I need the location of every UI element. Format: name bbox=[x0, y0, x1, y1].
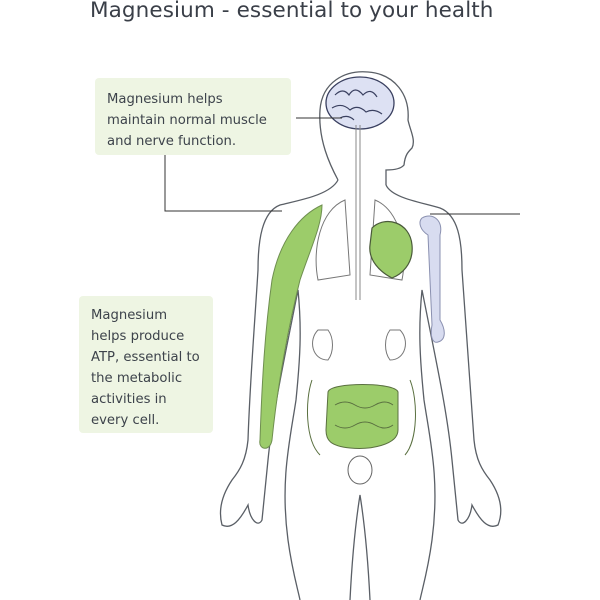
callout-atp: Magnesium helps produce ATP, essential t… bbox=[79, 296, 213, 433]
brain bbox=[325, 76, 395, 130]
arm-muscle bbox=[259, 204, 323, 449]
body-outline bbox=[219, 179, 339, 600]
heart bbox=[369, 220, 413, 279]
head-outline bbox=[319, 71, 414, 185]
body-outline-right bbox=[385, 184, 502, 600]
page-title: Magnesium - essential to your health bbox=[90, 0, 494, 23]
intestines bbox=[325, 384, 399, 449]
connector-line-muscle bbox=[164, 155, 282, 212]
arm-bone bbox=[419, 215, 445, 343]
callout-muscle-nerve: Magnesium helps maintain normal muscle a… bbox=[95, 78, 291, 155]
bladder bbox=[347, 455, 373, 485]
